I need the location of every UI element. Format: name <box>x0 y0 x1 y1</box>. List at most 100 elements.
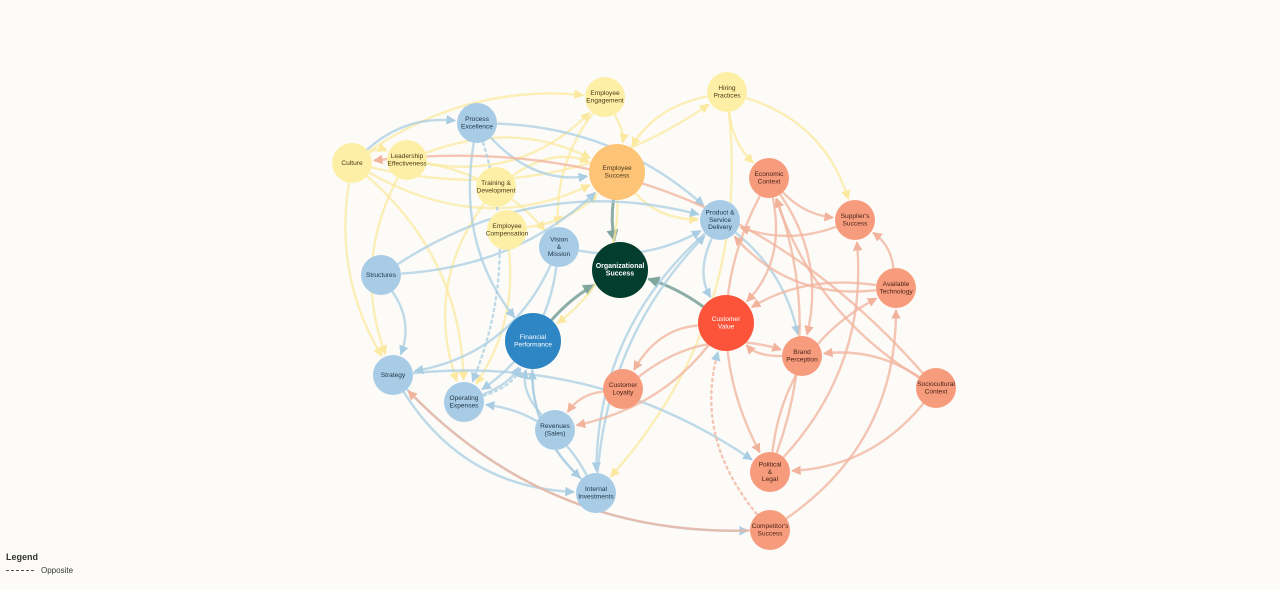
edge-economic-to-brand <box>779 194 814 336</box>
edge-loyalty-to-brand <box>638 340 782 378</box>
edge-hiring-to-supplier <box>745 97 851 200</box>
edge-product-to-brand <box>735 232 801 336</box>
node-circle <box>505 313 561 369</box>
node-circle <box>916 368 956 408</box>
node-circle <box>332 143 372 183</box>
node-structures[interactable]: Structures <box>361 255 401 295</box>
node-circle <box>585 77 625 117</box>
edge-technology-to-supplier <box>872 232 895 269</box>
node-circle <box>539 227 579 267</box>
edge-competitor-to-technology <box>786 309 901 520</box>
edge-product-to-internal <box>591 232 706 472</box>
edge-structures-to-product <box>397 200 700 265</box>
edge-employee_engagement-to-employee_success <box>613 114 629 144</box>
legend-item-opposite: Opposite <box>6 566 73 575</box>
edge-customer_value-to-loyalty <box>633 324 699 371</box>
edge-vision-to-strategy <box>413 264 552 375</box>
node-circle <box>603 369 643 409</box>
edge-employee_engagement-to-vision <box>552 112 594 226</box>
node-circle <box>476 167 516 207</box>
node-strategy[interactable]: Strategy <box>373 355 413 395</box>
node-circle <box>782 336 822 376</box>
node-circle <box>698 295 754 351</box>
edge-economic-to-supplier <box>782 191 835 222</box>
edge-structures-to-strategy <box>391 291 409 356</box>
node-circle <box>457 103 497 143</box>
edge-culture-to-employee_engagement <box>368 89 585 153</box>
edge-employee_success-to-product <box>634 192 699 225</box>
edge-economic-to-customer_value <box>746 197 778 303</box>
edge-brand-to-customer_value <box>745 344 783 358</box>
node-circle <box>361 255 401 295</box>
dashed-line-icon <box>6 570 34 571</box>
edge-training-to-operating <box>443 202 485 383</box>
edge-strategy-to-internal <box>403 391 575 497</box>
edge-process-to-financial_performance <box>468 142 515 319</box>
edge-internal-to-product <box>596 235 706 474</box>
node-circle <box>750 510 790 550</box>
legend: Legend Opposite <box>6 552 73 575</box>
edge-vision-to-product <box>578 230 702 256</box>
node-circle <box>444 382 484 422</box>
node-circle <box>387 140 427 180</box>
node-circle <box>749 158 789 198</box>
node-circle <box>589 144 645 200</box>
edge-sociocultural-to-political <box>791 403 924 476</box>
node-culture[interactable]: Culture <box>332 143 372 183</box>
node-political[interactable]: Political&Legal <box>750 452 790 492</box>
edge-financial_performance-to-org <box>550 284 596 321</box>
edge-culture-to-strategy <box>344 182 383 357</box>
node-circle <box>876 268 916 308</box>
node-circle <box>487 210 527 250</box>
node-circle <box>750 452 790 492</box>
edge-customer_value-to-revenues <box>575 344 710 429</box>
node-revenues[interactable]: Revenues(Sales) <box>535 410 575 450</box>
node-training[interactable]: Training &Development <box>476 167 516 207</box>
edge-sociocultural-to-culture <box>372 154 924 374</box>
legend-title: Legend <box>6 552 39 562</box>
edge-hiring-to-employee_success <box>631 95 708 147</box>
node-circle <box>707 72 747 112</box>
edge-process-to-employee_success <box>490 137 589 183</box>
node-circle <box>592 242 648 298</box>
node-circle <box>835 200 875 240</box>
node-circle <box>576 473 616 513</box>
edge-political-to-economic <box>775 197 801 454</box>
edge-political-to-technology <box>771 297 878 453</box>
edge-political-to-supplier <box>783 240 863 458</box>
node-circle <box>373 355 413 395</box>
edge-loyalty-to-revenues <box>567 390 604 413</box>
edge-product-to-customer_value <box>702 238 713 299</box>
edge-culture-to-leadership <box>368 142 388 154</box>
node-circle <box>700 200 740 240</box>
edge-competitor-to-strategy <box>407 390 751 532</box>
edge-culture-to-process <box>366 115 457 151</box>
edge-strategy-to-political <box>412 369 753 461</box>
edge-competitor-to-customer_value <box>710 351 758 515</box>
edge-operating-to-financial_performance <box>482 367 522 397</box>
node-circle <box>535 410 575 450</box>
edge-compensation-to-operating <box>475 249 512 385</box>
node-vision[interactable]: Vision&Mission <box>539 227 579 267</box>
edge-training-to-employee_success <box>512 154 590 177</box>
edge-technology-to-customer_value <box>750 281 877 308</box>
